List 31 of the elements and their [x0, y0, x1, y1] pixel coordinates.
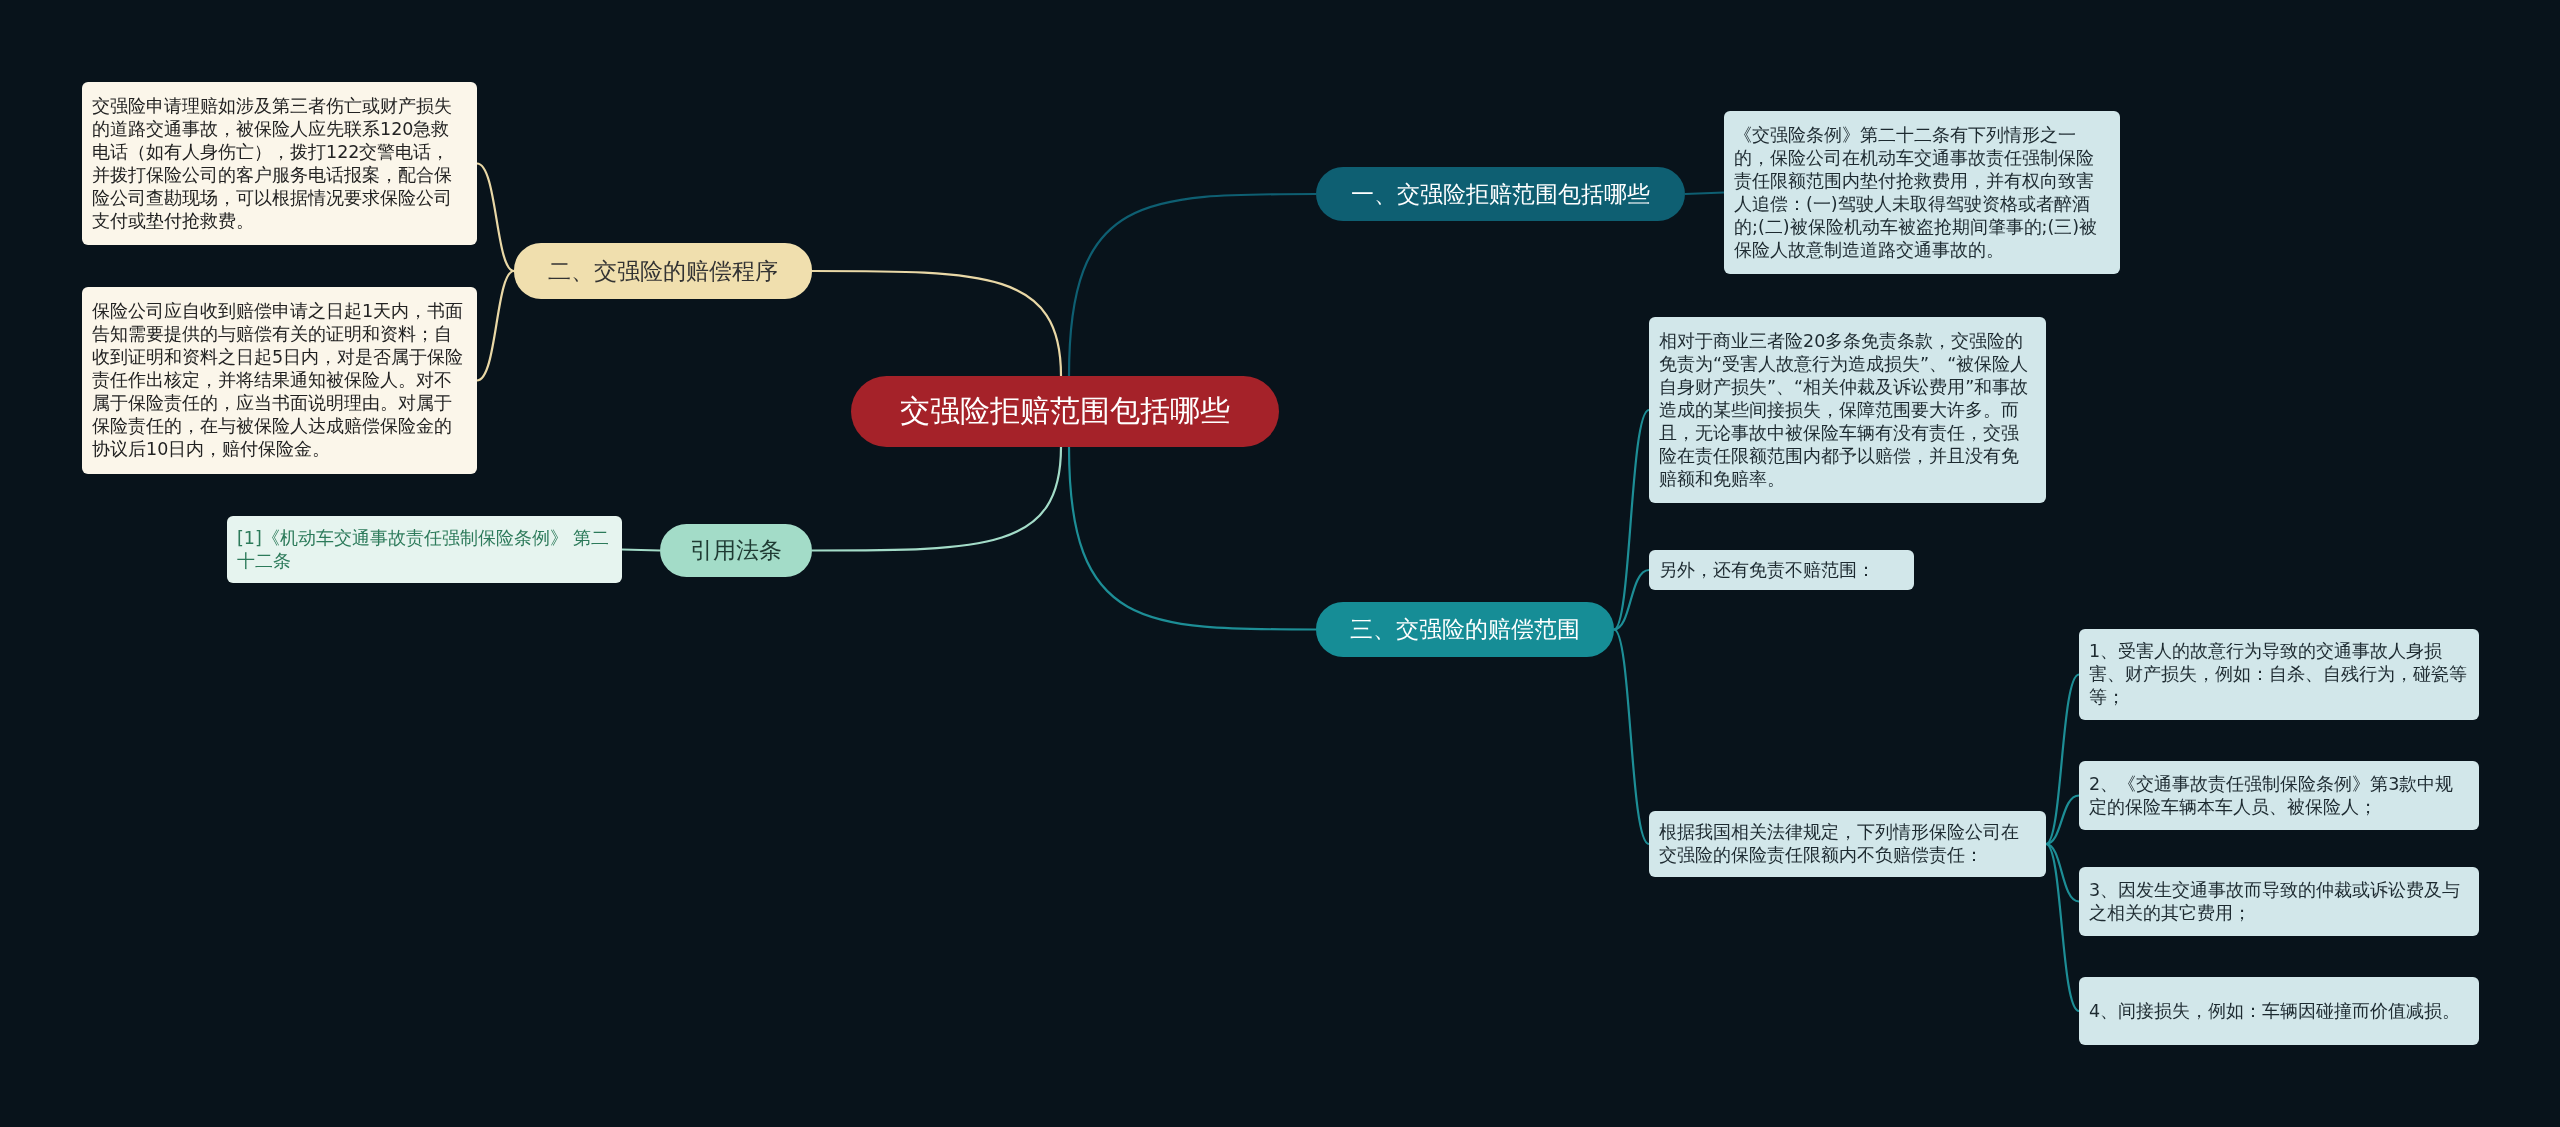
note-box: 1、受害人的故意行为导致的交通事故人身损害、财产损失，例如：自杀、自残行为，碰瓷等等； [2079, 629, 2479, 720]
connector-line [812, 269, 1063, 377]
connector-line [476, 162, 515, 272]
note-box: 另外，还有免责不赔范围： [1649, 550, 1914, 590]
connector-line [2045, 843, 2080, 1012]
note-box: 2、《交通事故责任强制保险条例》第3款中规定的保险车辆本车人员、被保险人； [2079, 761, 2479, 830]
topic-box: 一、交强险拒赔范围包括哪些 [1316, 167, 1685, 221]
note-box: 4、间接损失，例如：车辆因碰撞而价值减损。 [2079, 977, 2479, 1045]
note-box: 相对于商业三者险20多条免责条款，交强险的免责为“受害人故意行为造成损失”、“被保险人自身财产损失”、“相关仲裁及诉讼费用”和事故造成的某些间接损失，保障范围要大许多。而且，无论事故中被保险车辆有没有责任，交强险在责任限额范围内都予以赔偿，并且没有免赔额和免赔率。 [1649, 317, 2046, 503]
connector-line [1613, 568, 1650, 631]
connector-line [1067, 446, 1316, 631]
note-box: [1]《机动车交通事故责任强制保险条例》 第二十二条 [227, 516, 622, 583]
central-topic: 交强险拒赔范围包括哪些 [851, 376, 1279, 447]
connector-line [2045, 673, 2080, 845]
connector-line [1613, 409, 1650, 631]
note-box: 根据我国相关法律规定，下列情形保险公司在交强险的保险责任限额内不负赔偿责任： [1649, 811, 2046, 877]
topic-box: 引用法条 [660, 524, 812, 577]
note-box: 3、因发生交通事故而导致的仲裁或诉讼费及与之相关的其它费用； [2079, 867, 2479, 936]
connector-line [1613, 628, 1650, 845]
connector-line [621, 548, 661, 552]
note-box: 保险公司应自收到赔偿申请之日起1天内，书面告知需要提供的与赔偿有关的证明和资料；自收到证明和资料之日起5日内，对是否属于保险责任作出核定，并将结果通知被保险人。对不属于保险责任的，应当书面说明理由。对属于保险责任的，在与被保险人达成赔偿保险金的协议后10日内，赔付保险金。 [82, 287, 477, 474]
note-box: 《交强险条例》第二十二条有下列情形之一的，保险公司在机动车交通事故责任强制保险责任限额范围内垫付抢救费用，并有权向致害人追偿：(一)驾驶人未取得驾驶资格或者醉酒的;(二)被保险机动车被盗抢期间肇事的;(三)被保险人故意制造道路交通事故的。 [1724, 111, 2120, 274]
note-box: 交强险申请理赔如涉及第三者伤亡或财产损失的道路交通事故，被保险人应先联系120急救电话（如有人身伤亡），拨打122交警电话，并拨打保险公司的客户服务电话报案，配合保险公司查勘现场，可以根据情况要求保险公司支付或垫付抢救费。 [82, 82, 477, 245]
topic-box: 二、交强险的赔偿程序 [514, 243, 812, 299]
topic-box: 三、交强险的赔偿范围 [1316, 602, 1614, 657]
connector-line [1684, 191, 1725, 196]
connector-line [476, 270, 515, 382]
connector-line [2045, 842, 2080, 903]
connector-line [2045, 794, 2080, 846]
connector-line [1067, 192, 1316, 377]
connector-line [812, 446, 1063, 552]
